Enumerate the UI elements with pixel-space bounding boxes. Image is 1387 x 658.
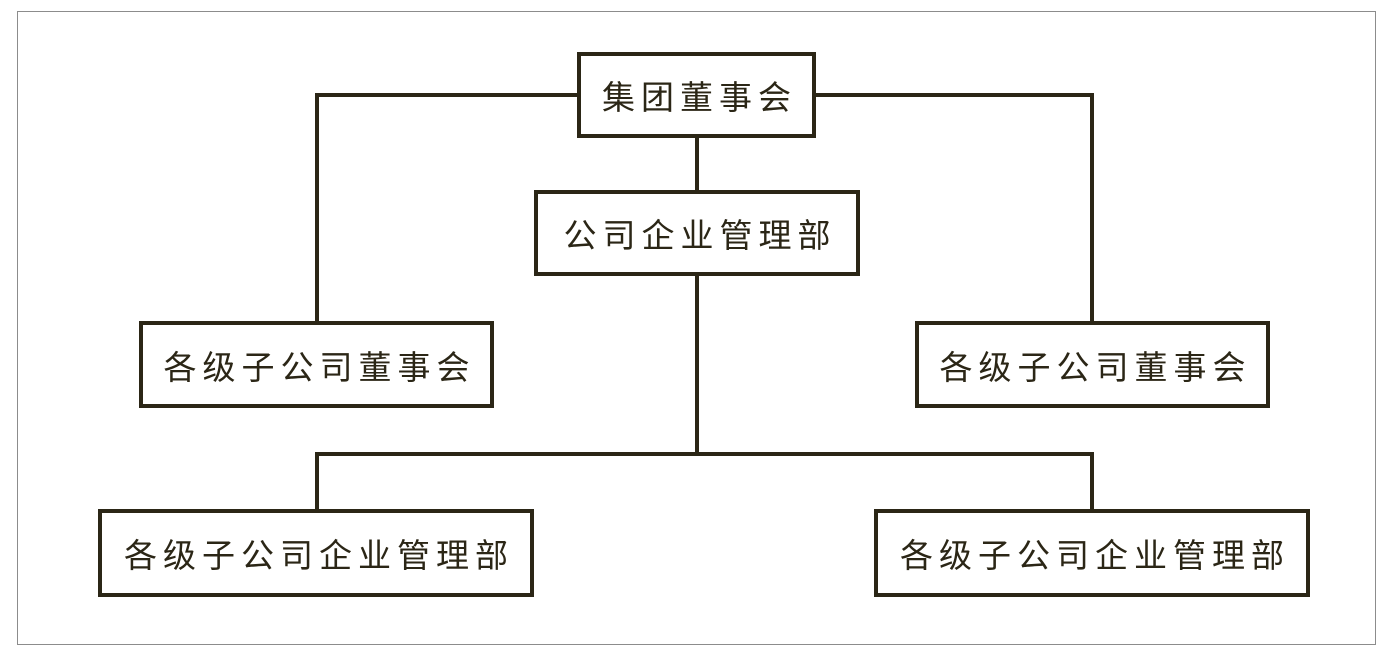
node-sub-management-left-label: 各级子公司企业管理部: [124, 536, 514, 575]
node-sub-management-right-label: 各级子公司企业管理部: [900, 536, 1290, 575]
node-company-management-label: 公司企业管理部: [563, 216, 837, 255]
node-sub-board-right: 各级子公司董事会: [915, 321, 1270, 408]
node-group-board-label: 集团董事会: [602, 78, 797, 117]
node-company-management: 公司企业管理部: [534, 190, 860, 276]
node-sub-board-left: 各级子公司董事会: [139, 321, 494, 408]
node-sub-board-right-label: 各级子公司董事会: [939, 347, 1252, 387]
node-sub-management-right: 各级子公司企业管理部: [874, 509, 1310, 597]
diagram-frame: [17, 11, 1376, 645]
connector-root-to-sub-board-right: [814, 93, 1094, 323]
node-group-board: 集团董事会: [577, 52, 816, 138]
connector-root-to-sub-board-left: [315, 93, 579, 323]
node-sub-management-left: 各级子公司企业管理部: [98, 509, 534, 597]
node-sub-board-left-label: 各级子公司董事会: [163, 347, 476, 387]
